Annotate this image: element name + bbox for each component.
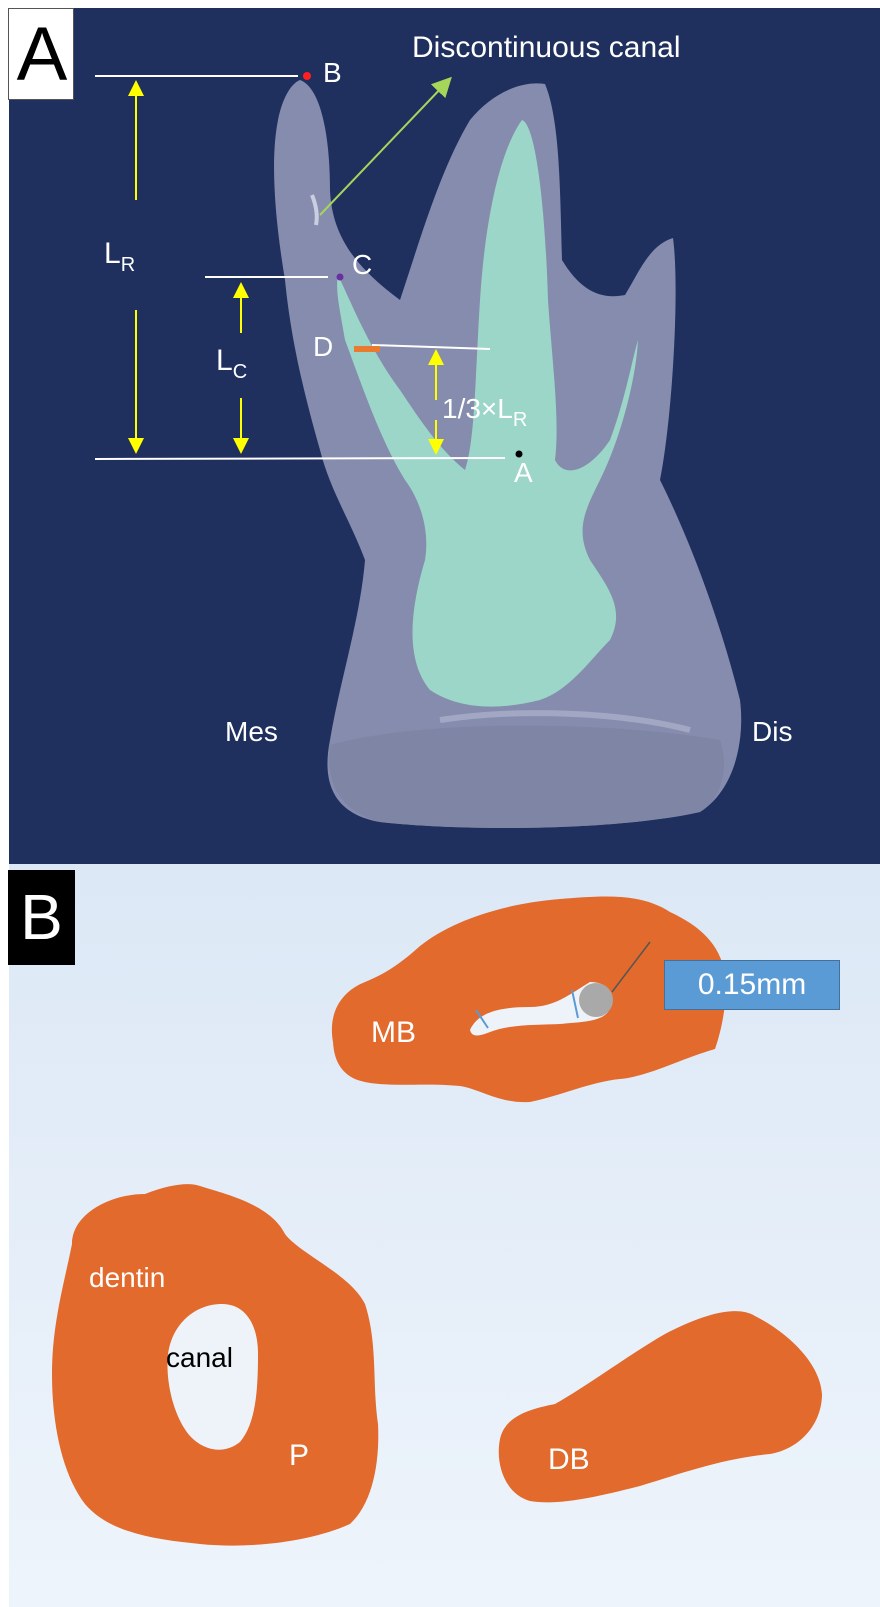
point-b-marker xyxy=(303,72,311,80)
point-d-marker xyxy=(354,346,380,352)
panel-b: MB dentin canal P DB B 0.15mm xyxy=(0,864,880,1607)
lr-subscript: R xyxy=(121,254,135,276)
point-c-label: C xyxy=(352,249,372,280)
panel-a-figure: Discontinuous canal B C D A LR LC 1/3×LR… xyxy=(0,0,880,864)
panel-a: Discontinuous canal B C D A LR LC 1/3×LR… xyxy=(0,0,880,864)
point-b-label: B xyxy=(323,57,342,88)
panel-b-letter-box: B xyxy=(8,870,75,965)
lc-main: L xyxy=(216,344,233,377)
point-c-marker xyxy=(337,274,344,281)
panel-a-letter-box: A xyxy=(8,8,74,100)
third-subscript: R xyxy=(513,409,527,431)
guide-line-a xyxy=(95,458,505,459)
distal-label: Dis xyxy=(752,716,792,747)
dentin-label: dentin xyxy=(89,1262,165,1293)
panel-b-letter: B xyxy=(8,870,75,965)
point-d-label: D xyxy=(313,331,333,362)
point-a-label: A xyxy=(514,457,533,488)
discontinuous-canal-label: Discontinuous canal xyxy=(412,31,681,64)
lr-main: L xyxy=(104,237,121,270)
mb-constriction-marker xyxy=(579,983,613,1017)
panel-a-letter: A xyxy=(9,9,75,101)
mb-label: MB xyxy=(371,1016,416,1049)
p-label: P xyxy=(289,1439,309,1472)
tooth-crown xyxy=(329,726,724,828)
mesial-label: Mes xyxy=(225,716,278,747)
canal-label: canal xyxy=(166,1342,233,1373)
db-label: DB xyxy=(548,1443,590,1476)
lc-subscript: C xyxy=(233,361,247,383)
third-main: 1/3×L xyxy=(442,393,513,424)
width-callout: 0.15mm xyxy=(664,960,840,1010)
